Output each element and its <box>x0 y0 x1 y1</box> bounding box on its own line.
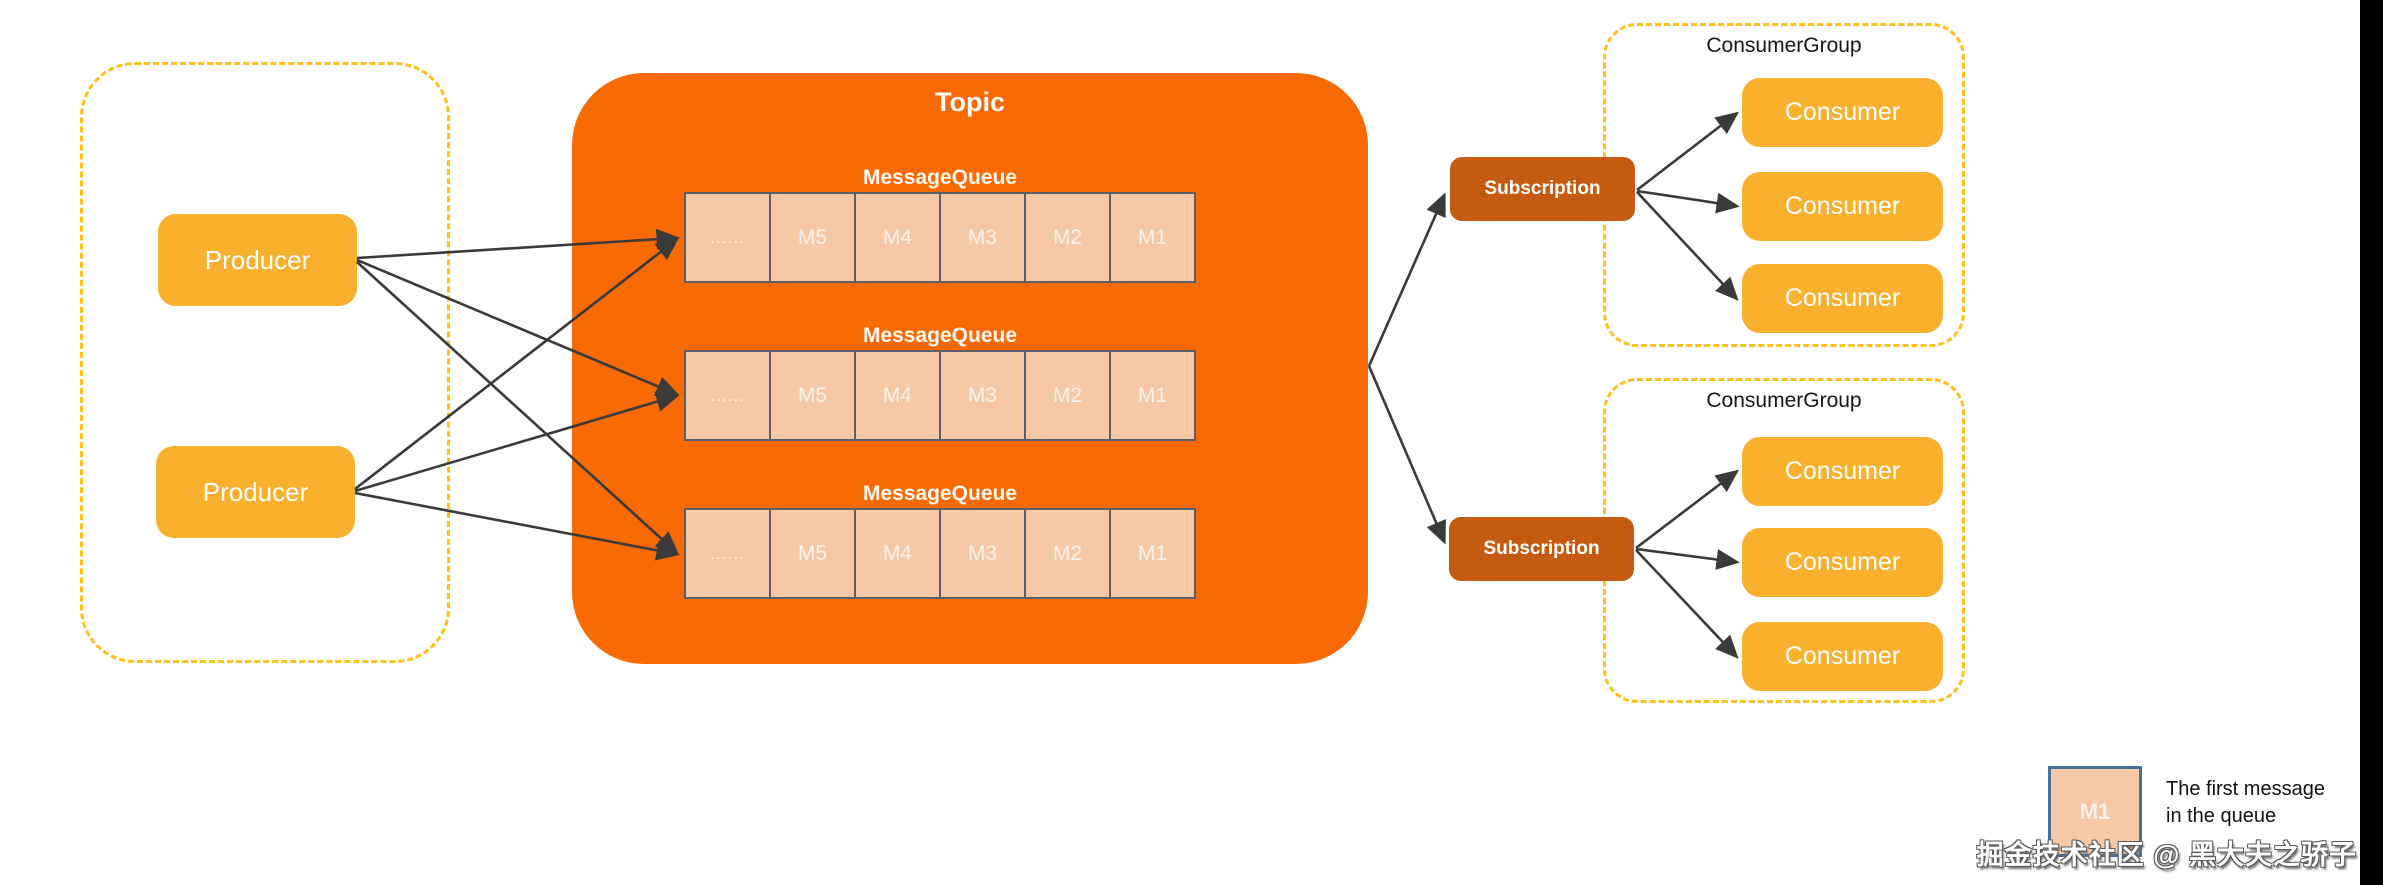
queue-cell: M2 <box>1026 194 1111 281</box>
legend-description-line: in the queue <box>2166 805 2277 827</box>
consumer-label: Consumer <box>1784 98 1901 126</box>
queue-cell: M5 <box>771 352 856 439</box>
queue-cell: M4 <box>856 510 941 597</box>
consumer-label: Consumer <box>1784 192 1901 220</box>
queue-cell: M3 <box>941 194 1026 281</box>
legend-cell-label: M1 <box>2079 798 2111 824</box>
consumer-node: Consumer <box>1742 172 1943 241</box>
producer-node: Producer <box>158 214 357 306</box>
queue-cell: M3 <box>941 510 1026 597</box>
message-queue-row: ...... M5 M4 M3 M2 M1 <box>684 508 1196 599</box>
arrow-topic-subscription1 <box>1367 192 1446 367</box>
arrow-topic-subscription2 <box>1367 365 1446 545</box>
producer-node: Producer <box>156 446 355 538</box>
consumer-node: Consumer <box>1742 528 1943 597</box>
consumer-node: Consumer <box>1742 437 1943 506</box>
watermark-text: 掘金技术社区 @ 黑大夫之骄子 <box>1976 840 2357 870</box>
queue-cell: M1 <box>1111 510 1194 597</box>
queue-cell: M1 <box>1111 352 1194 439</box>
consumer-node: Consumer <box>1742 78 1943 147</box>
producer-label: Producer <box>204 244 311 275</box>
consumer-label: Consumer <box>1784 457 1901 485</box>
consumer-group-title: ConsumerGroup <box>1706 34 1862 57</box>
subscription-node: Subscription <box>1449 517 1634 581</box>
legend-description: The first message in the queue <box>2166 776 2366 830</box>
message-queue-row: ...... M5 M4 M3 M2 M1 <box>684 350 1196 441</box>
topic-container: Topic MessageQueue ...... M5 M4 M3 M2 M1… <box>572 73 1368 664</box>
subscription-label: Subscription <box>1483 538 1600 559</box>
message-queue-label: MessageQueue <box>862 324 1018 347</box>
consumer-node: Consumer <box>1742 622 1943 691</box>
consumer-label: Consumer <box>1784 642 1901 670</box>
consumer-group-title: ConsumerGroup <box>1706 389 1862 412</box>
queue-cell: M2 <box>1026 352 1111 439</box>
queue-cell: M5 <box>771 194 856 281</box>
topic-title: Topic <box>935 87 1005 117</box>
subscription-label: Subscription <box>1484 178 1601 199</box>
legend-description-line: The first message <box>2166 778 2325 800</box>
queue-cell: ...... <box>686 352 771 439</box>
queue-cell: M3 <box>941 352 1026 439</box>
queue-cell: ...... <box>686 194 771 281</box>
consumer-label: Consumer <box>1784 548 1901 576</box>
queue-cell: M5 <box>771 510 856 597</box>
subscription-node: Subscription <box>1450 157 1635 221</box>
queue-cell: M1 <box>1111 194 1194 281</box>
consumer-node: Consumer <box>1742 264 1943 333</box>
producer-label: Producer <box>202 476 309 507</box>
queue-cell: M2 <box>1026 510 1111 597</box>
right-edge-black-bar <box>2360 0 2383 885</box>
queue-cell: M4 <box>856 352 941 439</box>
message-queue-label: MessageQueue <box>862 166 1018 189</box>
message-queue-label: MessageQueue <box>862 482 1018 505</box>
queue-cell: M4 <box>856 194 941 281</box>
legend-message-cell: M1 <box>2048 766 2142 857</box>
message-queue-row: ...... M5 M4 M3 M2 M1 <box>684 192 1196 283</box>
consumer-label: Consumer <box>1784 284 1901 312</box>
producer-group-container <box>80 62 450 663</box>
queue-cell: ...... <box>686 510 771 597</box>
